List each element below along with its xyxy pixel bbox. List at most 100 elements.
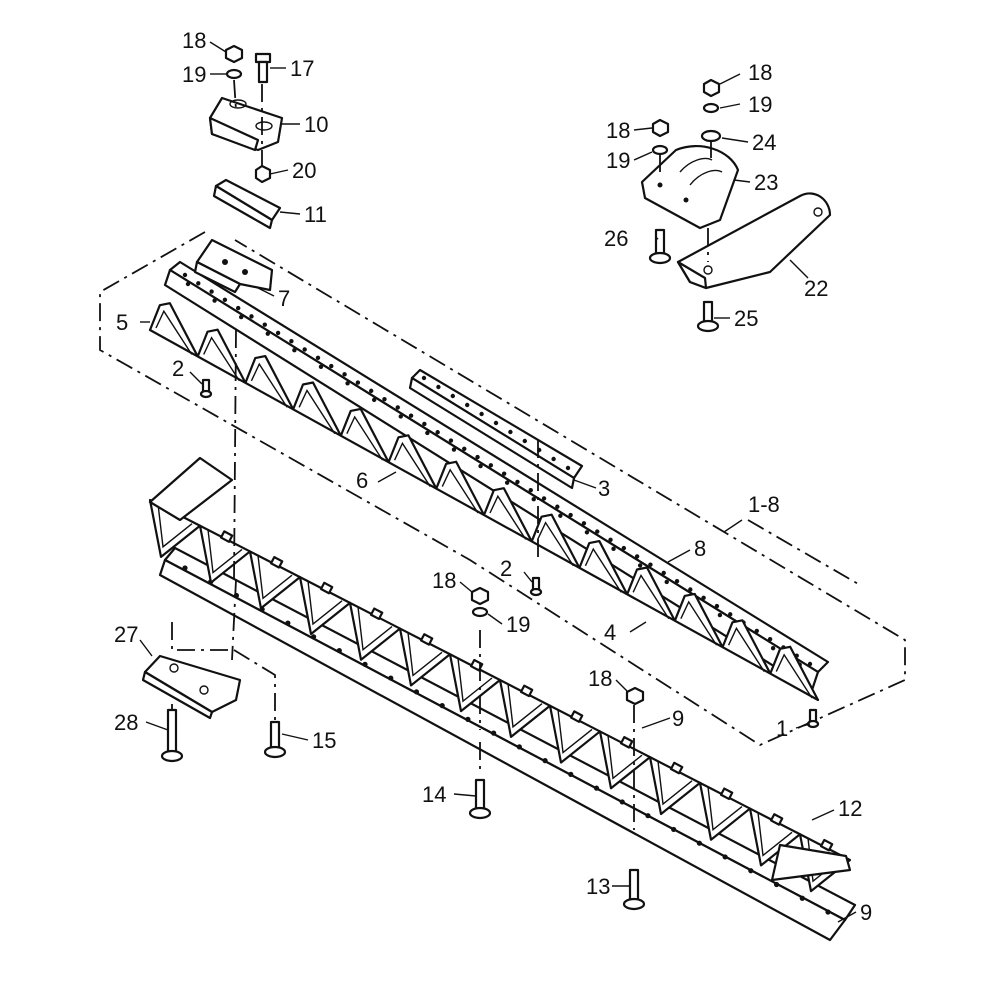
callout-14: 13 bbox=[586, 874, 610, 899]
hold-down-plate-part-27 bbox=[141, 654, 242, 720]
plate-hole bbox=[565, 465, 571, 471]
guard-edge bbox=[457, 658, 493, 703]
guard-slot bbox=[369, 607, 384, 621]
plate-hole bbox=[436, 384, 441, 390]
bar-hole bbox=[408, 413, 414, 418]
plate-hole bbox=[450, 393, 455, 399]
guard-sections-part-11 bbox=[148, 456, 852, 893]
bar-hole bbox=[619, 799, 625, 805]
callout-1: 1 bbox=[776, 716, 788, 741]
bar-hole bbox=[688, 587, 693, 592]
guard-edge bbox=[657, 761, 693, 806]
bar-hole bbox=[504, 480, 510, 485]
bar-hole bbox=[528, 487, 533, 493]
callout-26: 26 bbox=[604, 226, 628, 251]
bar-hole bbox=[621, 545, 627, 551]
wear-plate-part-13 bbox=[212, 178, 282, 230]
bar-hole bbox=[265, 331, 270, 336]
callout-18b: 18 bbox=[432, 568, 456, 593]
bar-hole bbox=[448, 438, 454, 443]
bar-hole bbox=[714, 603, 720, 609]
callout-19c: 19 bbox=[606, 148, 630, 173]
guard-slot bbox=[569, 710, 584, 723]
bar-hole bbox=[355, 380, 361, 385]
guard-edge bbox=[707, 786, 743, 832]
guard-tip-right bbox=[770, 843, 852, 882]
callout-12: 10 bbox=[304, 112, 328, 137]
guard-slot bbox=[269, 556, 284, 569]
bar-hole bbox=[336, 647, 342, 654]
bar-hole bbox=[773, 881, 780, 888]
bar-hole bbox=[435, 430, 440, 435]
knife-head-part-7 bbox=[193, 238, 274, 294]
bar-hole bbox=[664, 579, 669, 585]
washer-part-19-top bbox=[225, 68, 243, 80]
bar-hole bbox=[671, 826, 677, 833]
knife-edge bbox=[775, 653, 813, 699]
guard-tip-left bbox=[148, 456, 234, 522]
guard-slot bbox=[619, 736, 634, 749]
bar-hole bbox=[465, 716, 471, 722]
bar-hole bbox=[342, 372, 347, 377]
callout-22: 22 bbox=[804, 276, 828, 301]
nut-part-18-top bbox=[224, 44, 244, 64]
bolt-part-26 bbox=[648, 228, 672, 265]
bar-hole bbox=[475, 454, 480, 460]
knife-edge bbox=[584, 547, 622, 593]
plate-hole bbox=[479, 411, 484, 417]
guard-slot bbox=[419, 633, 434, 646]
plate-hole bbox=[465, 402, 470, 408]
bar-hole bbox=[488, 463, 494, 468]
callout-25: 25 bbox=[734, 306, 758, 331]
bar-hole bbox=[311, 634, 317, 640]
bracket-part-22 bbox=[676, 192, 832, 290]
callout-18d: 18 bbox=[748, 60, 772, 85]
bar-hole bbox=[595, 529, 600, 534]
bar-hole bbox=[422, 421, 427, 427]
callout-16: 15 bbox=[312, 728, 336, 753]
bar-hole bbox=[185, 281, 191, 287]
callout-19b: 19 bbox=[506, 612, 530, 637]
bar-hole bbox=[262, 322, 267, 327]
bolt-part-28 bbox=[160, 708, 184, 763]
bar-hole bbox=[362, 661, 368, 667]
bar-hole bbox=[770, 645, 776, 651]
callout-4: 4 bbox=[604, 620, 616, 645]
guard-slot bbox=[719, 787, 734, 801]
bar-hole bbox=[634, 554, 640, 559]
bar-hole bbox=[329, 363, 334, 369]
bar-hole bbox=[388, 675, 394, 681]
guard-edge bbox=[207, 529, 243, 574]
bar-hole bbox=[516, 744, 522, 750]
bar-hole bbox=[302, 347, 307, 352]
guard-slot bbox=[319, 581, 334, 595]
knife-base-edge bbox=[148, 328, 820, 702]
bar-hole bbox=[722, 854, 728, 860]
bar-hole bbox=[318, 364, 324, 369]
nut-part-18-right-mid bbox=[651, 118, 670, 156]
bar-hole bbox=[382, 396, 387, 402]
bar-hole bbox=[209, 289, 214, 294]
bar-hole bbox=[637, 563, 643, 568]
bar-hole bbox=[275, 330, 281, 336]
nut-part-20 bbox=[254, 164, 272, 184]
knife-edge bbox=[250, 362, 288, 408]
bar-hole bbox=[289, 339, 294, 344]
bar-hole bbox=[413, 689, 420, 695]
callout-19: 19 bbox=[182, 62, 206, 87]
callout-23: 23 bbox=[754, 170, 778, 195]
knife-edge bbox=[727, 626, 765, 672]
knife-section bbox=[196, 328, 247, 384]
bar-hole bbox=[568, 771, 574, 778]
callout-19d: 19 bbox=[748, 92, 772, 117]
bar-hole bbox=[345, 381, 350, 386]
guard-slot bbox=[519, 684, 534, 698]
callout-18c: 18 bbox=[588, 666, 612, 691]
callout-27: 27 bbox=[114, 622, 138, 647]
bar-hole bbox=[648, 562, 653, 567]
guard-edge bbox=[157, 503, 193, 549]
bar-hole bbox=[541, 496, 547, 501]
guard-bar-holes bbox=[182, 565, 831, 915]
knife-clip-part-12 bbox=[208, 96, 284, 152]
